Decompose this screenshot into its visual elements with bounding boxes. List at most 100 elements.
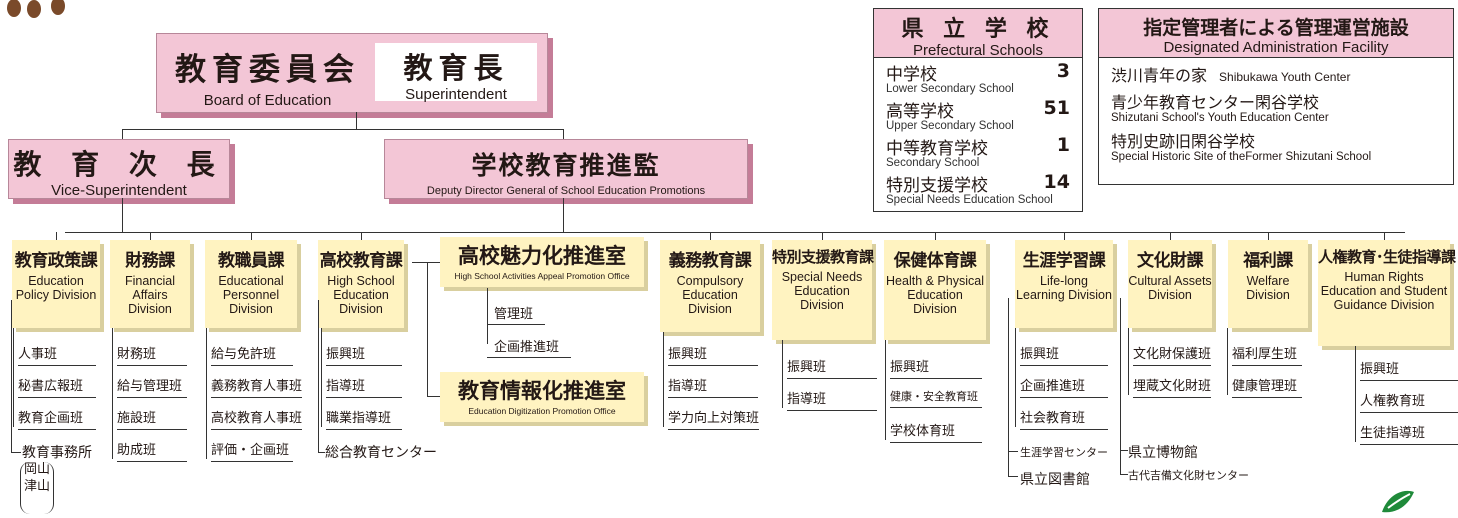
sub-group: 埋蔵文化財班: [1133, 375, 1212, 398]
school-type: 中等教育学校: [886, 139, 988, 159]
sub-group: 振興班: [1020, 343, 1108, 366]
sub-group: 振興班: [890, 356, 982, 379]
schools-title-en: Prefectural Schools: [912, 42, 1044, 59]
sub-group: 職業指導班: [326, 407, 402, 430]
office-sub-kanri: 管理班: [494, 307, 534, 322]
facility-name: 特別史跡旧閑谷学校: [1111, 131, 1256, 151]
division-title-en: Education Policy Division: [15, 274, 97, 302]
sub-group: 生徒指導班: [1360, 422, 1458, 445]
sub-group: 評価・企画班: [211, 439, 293, 462]
division-title: 保健体育課: [893, 251, 977, 271]
sub-group: 学力向上対策班: [668, 407, 760, 430]
division-title-en: Special Needs Education Division: [781, 270, 863, 312]
school-count: 3: [1056, 60, 1070, 82]
sub-group: 健康・安全教育班: [890, 388, 982, 408]
prefectural-library: 県立図書館: [1020, 472, 1090, 488]
school-type-en: Upper Secondary School: [886, 120, 1014, 132]
schools-title: 県 立 学 校: [901, 17, 1055, 42]
division-title-en: Cultural Assets Division: [1128, 274, 1212, 302]
facility-name: 渋川青年の家: [1111, 66, 1208, 85]
sub-group: 人権教育班: [1360, 390, 1458, 413]
facility-name-en: Special Historic Site of theFormer Shizu…: [1111, 150, 1372, 163]
division-title-en: Health & Physical Education Division: [886, 274, 984, 316]
division-title: 福利課: [1243, 251, 1293, 271]
school-type-en: Lower Secondary School: [886, 83, 1014, 95]
office-digitization-title: 教育情報化推進室: [458, 379, 626, 403]
division-1: 財務課 Financial Affairs Division: [110, 240, 190, 328]
school-type-en: Special Needs Education School: [886, 194, 1053, 206]
division-4: 義務教育課 Compulsory Education Division: [660, 240, 760, 332]
division-title-en: Human Rights Education and Student Guida…: [1320, 270, 1448, 312]
facility-title-en: Designated Administration Facility: [1163, 39, 1389, 56]
sub-group: 施設班: [117, 407, 187, 430]
leaf-logo-icon: [1378, 488, 1418, 518]
office-hs-appeal: 高校魅力化推進室 High School Activities Appeal P…: [440, 237, 644, 287]
division-6: 保健体育課 Health & Physical Education Divisio…: [884, 240, 986, 340]
school-type: 高等学校: [886, 102, 954, 122]
sub-group: 福利厚生班: [1232, 343, 1302, 366]
sub-group: 振興班: [787, 356, 877, 379]
division-title: 生涯学習課: [1022, 251, 1106, 271]
division-title: 財務課: [125, 251, 175, 271]
facility-title: 指定管理者による管理運営施設: [1143, 17, 1409, 39]
designated-facility-panel: 指定管理者による管理運営施設 Designated Administration…: [1098, 8, 1454, 185]
sub-group: 指導班: [787, 388, 877, 411]
division-title-en: Compulsory Education Division: [676, 274, 744, 316]
sub-group: 振興班: [326, 343, 402, 366]
school-count: 51: [1043, 97, 1070, 119]
education-office-places: 岡山 津山: [20, 462, 54, 514]
sub-group: 指導班: [326, 375, 402, 398]
office-sub-kikaku: 企画推進班: [494, 340, 560, 355]
superintendent-title: 教育長: [403, 51, 509, 85]
sub-group: 秘書広報班: [18, 375, 96, 398]
facility-name-en: Shibukawa Youth Center: [1219, 70, 1351, 84]
vice-title: 教 育 次 長: [13, 148, 225, 181]
division-8: 文化財課 Cultural Assets Division: [1128, 240, 1212, 328]
vice-title-en: Vice-Superintendent: [51, 182, 187, 199]
general-education-center: 総合教育センター: [325, 445, 437, 461]
division-9: 福利課 Welfare Division: [1228, 240, 1308, 328]
facility-name: 青少年教育センター閑谷学校: [1111, 93, 1320, 112]
division-title: 義務教育課: [668, 251, 752, 271]
deputy-title: 学校教育推進監: [471, 151, 661, 180]
division-title-en: Educational Personnel Division: [218, 274, 284, 316]
vice-superintendent: 教 育 次 長 Vice-Superintendent: [8, 139, 230, 199]
division-title: 文化財課: [1137, 251, 1204, 271]
sub-group: 学校体育班: [890, 420, 982, 443]
division-title-en: High School Education Division: [327, 274, 395, 316]
sub-group: 振興班: [668, 343, 758, 366]
sub-group: 文化財保護班: [1133, 343, 1212, 366]
board-title-en: Board of Education: [203, 92, 332, 109]
sub-group: 給与管理班: [117, 375, 187, 398]
sub-group: 振興班: [1360, 358, 1458, 381]
superintendent-title-en: Superintendent: [405, 86, 507, 103]
superintendent-box: 教育長 Superintendent: [375, 43, 537, 103]
division-title: 教職員課: [218, 251, 285, 271]
sub-group: 義務教育人事班: [211, 375, 303, 398]
deputy-title-en: Deputy Director General of School Educat…: [426, 185, 706, 197]
office-digitization-en: Education Digitization Promotion Office: [468, 406, 616, 416]
sub-group: 健康管理班: [1232, 375, 1302, 398]
school-type: 特別支援学校: [886, 176, 988, 196]
school-count: 14: [1043, 171, 1070, 193]
sub-group: 高校教育人事班: [211, 407, 303, 430]
school-count: 1: [1056, 134, 1070, 156]
office-hs-appeal-title: 高校魅力化推進室: [458, 244, 626, 268]
division-title-en: Financial Affairs Division: [124, 274, 176, 316]
board-title: 教育委員会: [175, 52, 360, 88]
division-title-en: Welfare Division: [1246, 274, 1290, 302]
deputy-director: 学校教育推進監 Deputy Director General of Schoo…: [384, 139, 748, 199]
sub-group: 企画推進班: [1020, 375, 1108, 398]
lifelong-learning-center: 生涯学習センター: [1020, 446, 1108, 459]
